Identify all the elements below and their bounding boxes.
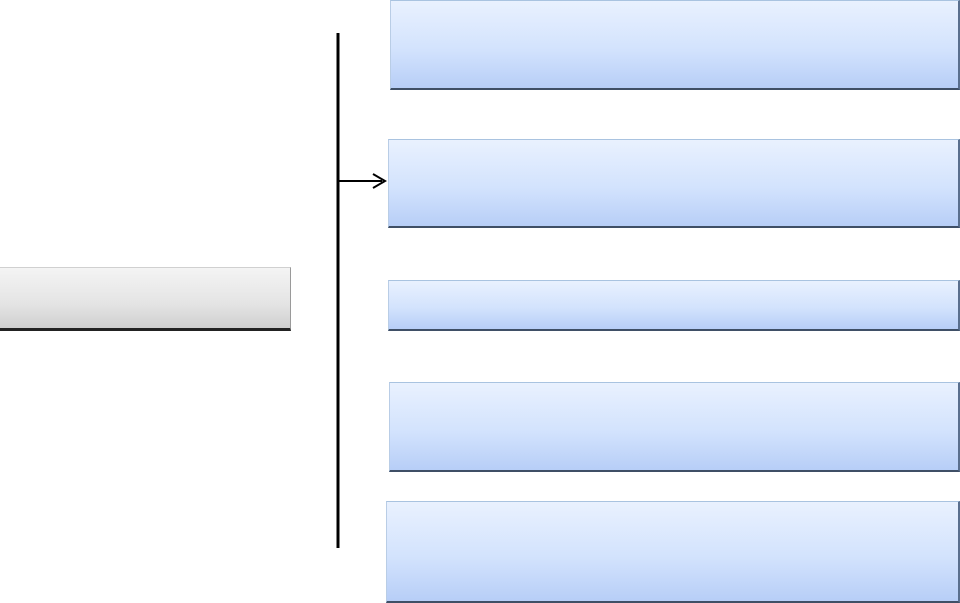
target-box-1 <box>390 0 960 90</box>
arrow-head <box>372 173 387 189</box>
source-box <box>0 267 291 331</box>
target-box-5 <box>386 501 960 603</box>
target-box-2 <box>388 139 960 228</box>
target-box-3 <box>388 280 960 331</box>
target-box-4 <box>389 382 960 472</box>
